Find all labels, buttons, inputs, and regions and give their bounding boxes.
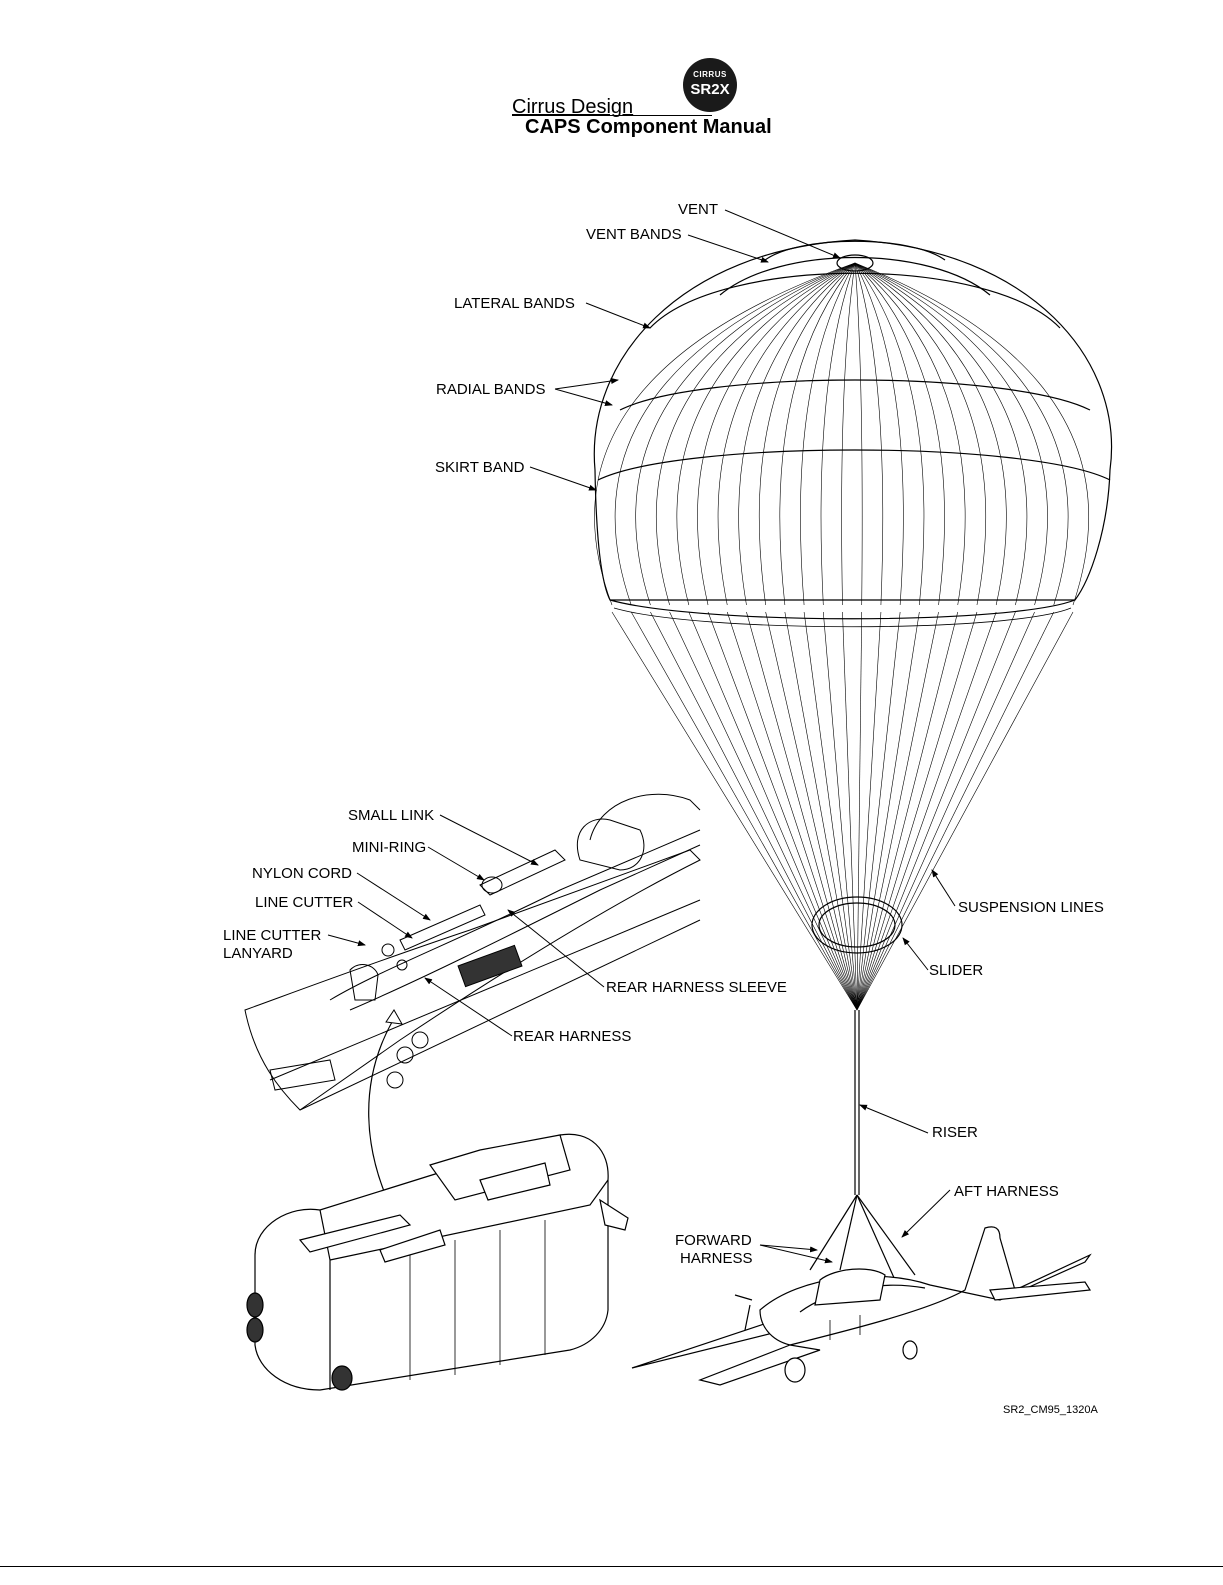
suspension-lines-drawing (612, 612, 1073, 1010)
label-aft-harness: AFT HARNESS (954, 1183, 1059, 1200)
label-line-cutter: LINE CUTTER (255, 894, 353, 911)
aircraft-harness (810, 1195, 915, 1280)
figure-id: SR2_CM95_1320A (1003, 1404, 1098, 1416)
label-small-link: SMALL LINK (348, 807, 434, 824)
label-nylon-cord: NYLON CORD (252, 865, 352, 882)
leader-lines (328, 210, 955, 1262)
parachute-pack (247, 1134, 628, 1390)
label-mini-ring: MINI-RING (352, 839, 426, 856)
canopy-gores (594, 263, 1088, 605)
canopy (594, 240, 1111, 627)
label-line-cutter-lanyard-1: LINE CUTTER (223, 927, 321, 944)
label-rear-harness-sleeve: REAR HARNESS SLEEVE (606, 979, 787, 996)
label-lateral-bands: LATERAL BANDS (454, 295, 575, 312)
label-radial-bands: RADIAL BANDS (436, 381, 545, 398)
label-riser: RISER (932, 1124, 978, 1141)
label-rear-harness: REAR HARNESS (513, 1028, 631, 1045)
label-forward-harness-1: FORWARD (675, 1232, 752, 1249)
bottom-rule (0, 1566, 1223, 1567)
riser-line (855, 1010, 859, 1195)
label-vent-bands: VENT BANDS (586, 226, 682, 243)
label-skirt-band: SKIRT BAND (435, 459, 524, 476)
harness-detail-view (245, 794, 700, 1110)
label-suspension-lines: SUSPENSION LINES (958, 899, 1104, 916)
label-vent: VENT (678, 201, 718, 218)
label-forward-harness-2: HARNESS (680, 1250, 753, 1267)
label-line-cutter-lanyard-2: LANYARD (223, 945, 293, 962)
label-slider: SLIDER (929, 962, 983, 979)
